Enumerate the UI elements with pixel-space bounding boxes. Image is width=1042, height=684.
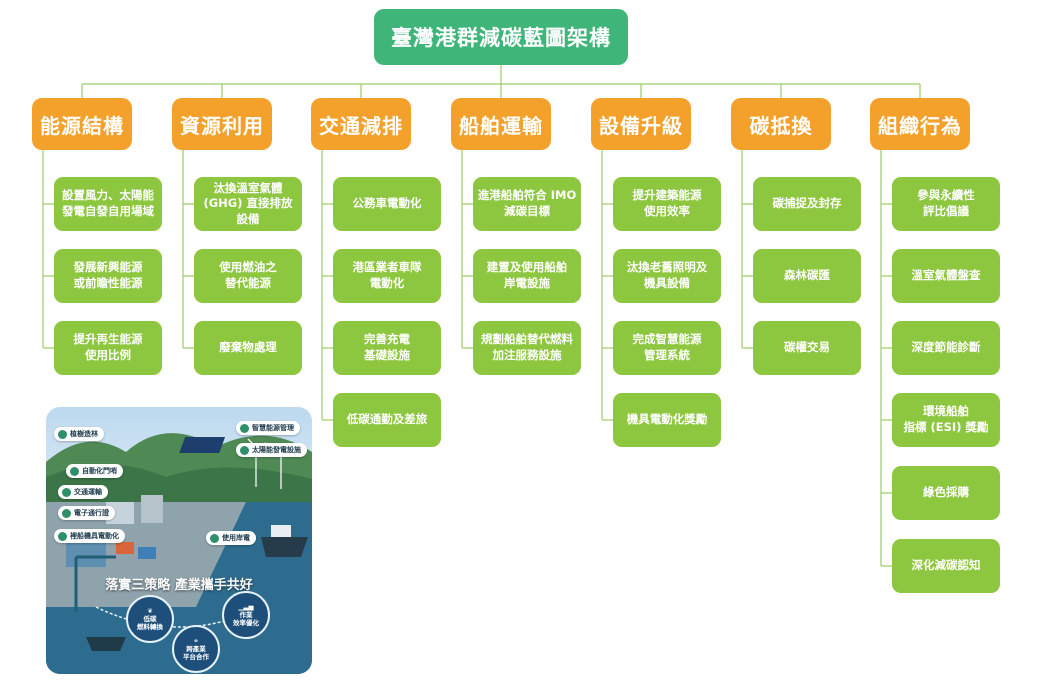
illustration-tag: 電子通行證 — [58, 506, 115, 520]
card-icon — [62, 508, 71, 518]
leaf-node: 規劃船舶替代燃料 加注服務設施 — [473, 321, 581, 375]
leaf-node: 建置及使用船舶 岸電設施 — [473, 249, 581, 303]
leaf-node: 完善充電 基礎設施 — [333, 321, 441, 375]
network-icon — [240, 423, 249, 433]
battery-icon — [58, 531, 67, 541]
illustration-headline: 落實三策略 產業攜手共好 — [105, 578, 253, 593]
leaf-node: 發展新興能源 或前瞻性能源 — [54, 249, 162, 303]
leaf-node: 森林碳匯 — [753, 249, 861, 303]
leaf-node: 碳權交易 — [753, 321, 861, 375]
port-illustration: 植樹造林 智慧能源管理 太陽能發電設施 自動化門哨 交通運輸 電子通行證 裡船機… — [46, 407, 312, 674]
illustration-tag: 植樹造林 — [54, 427, 104, 441]
leaf-node: 機具電動化獎勵 — [613, 393, 721, 447]
illustration-tag: 交通運輸 — [58, 485, 108, 499]
leaf-node: 公務車電動化 — [333, 177, 441, 231]
leaf-node: 深度節能診斷 — [892, 321, 1000, 375]
category-carbon-offset: 碳抵換 — [731, 98, 831, 150]
category-energy-structure: 能源結構 — [32, 98, 132, 150]
category-ship-transport: 船舶運輸 — [451, 98, 551, 150]
illustration-tag: 使用岸電 — [206, 531, 256, 545]
shield-icon — [70, 466, 79, 476]
leaf-node: 參與永續性 評比倡議 — [892, 177, 1000, 231]
category-organization-behavior: 組織行為 — [870, 98, 970, 150]
leaf-icon — [58, 429, 67, 439]
leaf-node: 低碳通勤及差旅 — [333, 393, 441, 447]
leaf-node: 溫室氣體盤查 — [892, 249, 1000, 303]
strategy-fuel-transition: ❦低碳 燃料轉換 — [126, 595, 174, 643]
leaf-node: 環境船舶 指標 (ESI) 獎勵 — [892, 393, 1000, 447]
leaf-node: 汰換老舊照明及 機具設備 — [613, 249, 721, 303]
illustration-tag: 裡船機具電動化 — [54, 529, 125, 543]
leaf-node: 設置風力、太陽能 發電自發自用場域 — [54, 177, 162, 231]
leaf-node: 碳捕捉及封存 — [753, 177, 861, 231]
strategy-efficiency: ▁▃▅作業 效率優化 — [222, 591, 270, 639]
solar-panel-icon — [240, 445, 249, 455]
root-node: 臺灣港群減碳藍圖架構 — [374, 9, 628, 65]
leaf-node: 綠色採購 — [892, 466, 1000, 520]
leaf-node: 完成智慧能源 管理系統 — [613, 321, 721, 375]
leaf-node: 深化減碳認知 — [892, 539, 1000, 593]
illustration-tag: 自動化門哨 — [66, 464, 123, 478]
handshake-icon: ⚭ — [193, 636, 199, 645]
category-equipment-upgrade: 設備升級 — [591, 98, 691, 150]
illustration-tag: 智慧能源管理 — [236, 421, 300, 435]
leaf-node: 廢棄物處理 — [194, 321, 302, 375]
truck-icon — [62, 487, 71, 497]
leaf-node: 使用燃油之 替代能源 — [194, 249, 302, 303]
strategy-collaboration: ⚭跨產業 平台合作 — [172, 625, 220, 673]
illustration-tag: 太陽能發電設施 — [236, 443, 307, 457]
leaf-node: 進港船舶符合 IMO 減碳目標 — [473, 177, 581, 231]
category-transport-reduction: 交通減排 — [311, 98, 411, 150]
bar-chart-icon: ▁▃▅ — [238, 602, 254, 611]
plug-icon — [210, 533, 219, 543]
leaf-node: 提升再生能源 使用比例 — [54, 321, 162, 375]
leaf-icon: ❦ — [147, 606, 153, 615]
category-resource-use: 資源利用 — [172, 98, 272, 150]
leaf-node: 提升建築能源 使用效率 — [613, 177, 721, 231]
leaf-node: 汰換溫室氣體 (GHG) 直接排放設備 — [194, 177, 302, 231]
leaf-node: 港區業者車隊 電動化 — [333, 249, 441, 303]
